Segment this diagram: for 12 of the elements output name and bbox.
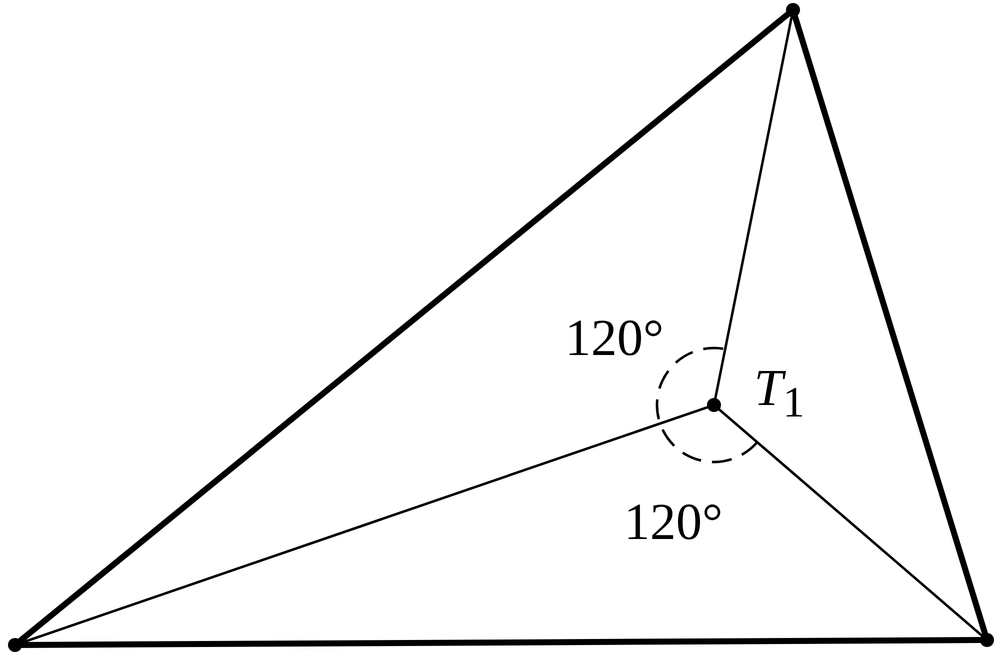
point-dot <box>707 398 721 412</box>
triangle-side <box>19 637 983 648</box>
point-dot <box>786 3 800 17</box>
point-dot <box>8 638 22 652</box>
point-label: T$_{1}$ <box>754 363 805 425</box>
triangle-side <box>17 11 791 644</box>
triangle-side <box>792 14 988 636</box>
segment-line <box>714 16 793 400</box>
segment-line <box>718 408 983 637</box>
angle-label: 120° <box>624 497 723 549</box>
angle-label: 120° <box>565 313 664 365</box>
point-dot <box>980 633 994 647</box>
